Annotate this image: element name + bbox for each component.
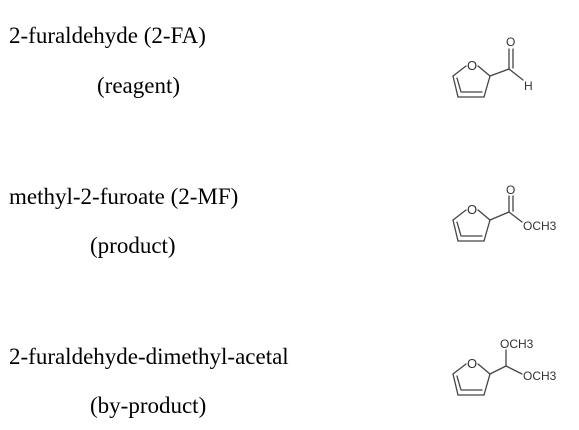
methoxy-label-right: OCH3	[523, 369, 557, 383]
methoxy-label-top: OCH3	[500, 337, 534, 351]
furan-ring	[452, 363, 491, 396]
furan-ring	[452, 65, 491, 98]
ring-oxygen-label: O	[467, 356, 477, 371]
compound-2-role: (product)	[90, 233, 176, 258]
carbonyl-oxygen-label: O	[506, 183, 515, 197]
carbonyl-oxygen-label: O	[506, 35, 515, 49]
methoxy-label: OCH3	[523, 219, 557, 233]
methyl-2-furoate-structure-svg: O O OCH3	[452, 183, 557, 242]
2-furaldehyde-structure-svg: O O H	[452, 35, 533, 98]
furan-ring	[452, 209, 491, 242]
ring-oxygen-label: O	[467, 58, 477, 73]
compound-2-name: methyl-2-furoate (2-MF)	[9, 184, 239, 209]
aldehyde-hydrogen-label: H	[524, 79, 533, 93]
acetal-group	[489, 349, 523, 375]
compound-1-role: (reagent)	[97, 73, 180, 98]
acetal-structure-svg: O OCH3 OCH3	[452, 337, 557, 396]
compound-3-role: (by-product)	[90, 393, 207, 418]
ester-group	[489, 195, 523, 223]
compound-3-name: 2-furaldehyde-dimethyl-acetal	[9, 344, 289, 369]
compound-1-structure: O O H	[440, 28, 550, 108]
compound-2-structure: O O OCH3	[440, 183, 579, 266]
ring-oxygen-label: O	[467, 202, 477, 217]
compound-1-name: 2-furaldehyde (2-FA)	[9, 23, 206, 48]
compound-3-structure: O OCH3 OCH3	[440, 337, 579, 420]
aldehyde-group	[489, 48, 524, 81]
